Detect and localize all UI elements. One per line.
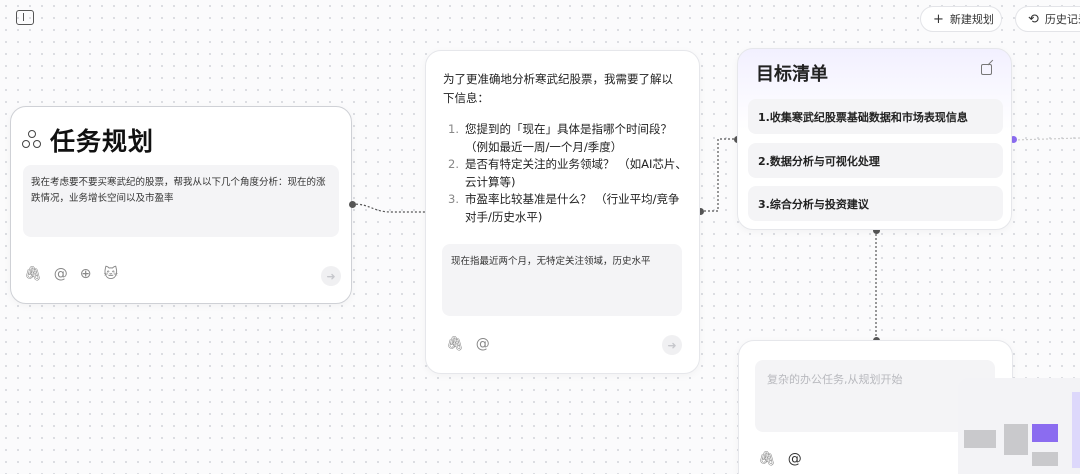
minimap-node [964,430,996,448]
answer-toolbar: 🖇 @ [446,336,490,352]
task-input[interactable]: 我在考虑要不要买寒武纪的股票，帮我从以下几个角度分析：现在的涨跌情况，业务增长空… [23,165,339,237]
question-intro: 为了更准确地分析寒武纪股票，我需要了解以下信息： [443,72,673,105]
question-text: 是否有特定关注的业务领域？ （如AI芯片、云计算等) [465,157,687,189]
task-title: 任务规划 [50,127,155,156]
list-number: 3. [448,192,459,206]
at-icon[interactable]: @ [475,336,490,352]
sidebar-toggle-icon[interactable] [16,10,34,25]
list-item: 2. 是否有特定关注的业务领域？ （如AI芯片、云计算等) [443,156,688,191]
send-arrow-icon[interactable]: ➜ [662,335,682,355]
list-item: 3. 市盈率比较基准是什么？ （行业平均/竞争对手/历史水平) [443,191,688,226]
question-list: 1. 您提到的「现在」具体是指哪个时间段？（例如最近一周/一个月/季度） 2. … [443,121,688,226]
attachment-icon[interactable]: 🖇 [446,336,464,352]
minimap[interactable] [958,378,1080,474]
task-toolbar: 🖇 @ ⊕ 🐱 [24,266,118,282]
history-label: 历史记录 [1044,13,1080,26]
goal-item[interactable]: 3.综合分析与投资建议 [748,186,1003,221]
history-button[interactable]: ⟲ 历史记录 [1015,6,1080,32]
list-item: 1. 您提到的「现在」具体是指哪个时间段？（例如最近一周/一个月/季度） [443,121,688,156]
minimap-node [1032,452,1058,466]
connector-port[interactable] [873,227,880,234]
question-text: 您提到的「现在」具体是指哪个时间段？（例如最近一周/一个月/季度） [465,122,672,154]
edit-icon[interactable] [981,64,992,75]
globe-icon[interactable]: ⊕ [79,266,92,282]
task-planning-icon [22,130,42,150]
answer-input[interactable]: 现在指最近两个月，无特定关注领域，历史水平 [442,244,682,316]
attachment-icon[interactable]: 🖇 [758,451,776,467]
minimap-node-active [1032,424,1058,442]
list-number: 2. [448,157,459,171]
plus-icon: + [933,11,944,27]
minimap-node [1004,424,1028,455]
connector-port[interactable] [697,208,704,215]
list-number: 1. [448,122,459,136]
goal-item[interactable]: 1.收集寒武纪股票基础数据和市场表现信息 [748,99,1003,134]
question-text: 市盈率比较基准是什么？ （行业平均/竞争对手/历史水平) [465,192,680,224]
question-card [425,50,700,374]
cat-icon[interactable]: 🐱 [103,266,119,282]
new-task-input[interactable]: 复杂的办公任务,从规划开始 [755,360,995,432]
new-task-toolbar: 🖇 @ [758,451,802,467]
connector-port[interactable] [349,201,356,208]
minimap-viewport [1072,392,1080,468]
send-arrow-icon[interactable]: ➜ [321,266,341,286]
history-icon: ⟲ [1028,11,1039,27]
new-plan-button[interactable]: + 新建规划 [920,6,1002,32]
goal-item[interactable]: 2.数据分析与可视化处理 [748,143,1003,178]
at-icon[interactable]: @ [53,266,68,282]
attachment-icon[interactable]: 🖇 [24,266,42,282]
goal-title: 目标清单 [756,64,828,85]
at-icon[interactable]: @ [787,451,802,467]
task-title-row: 任务规划 [22,122,154,158]
connector-port-active[interactable] [1010,136,1017,143]
new-plan-label: 新建规划 [949,13,994,26]
